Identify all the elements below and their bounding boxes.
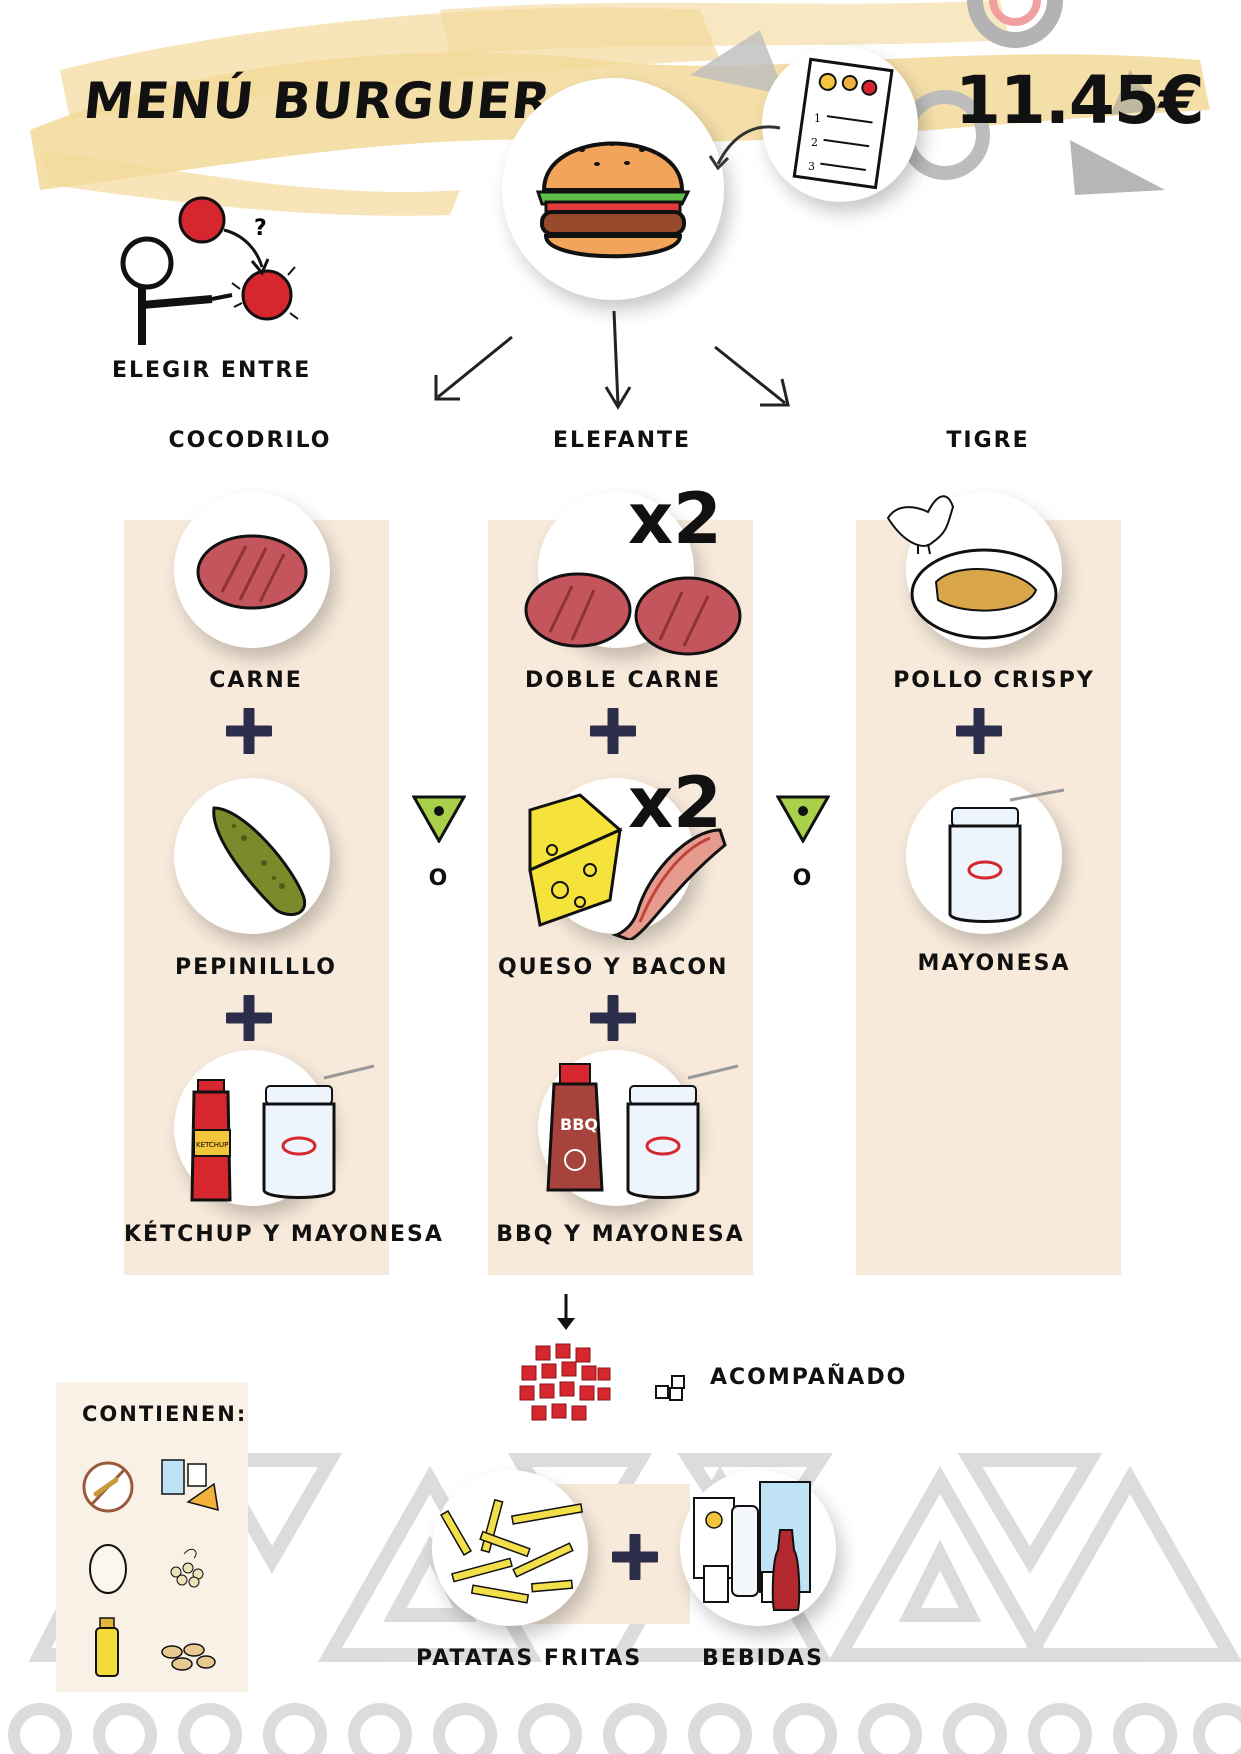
allergens-title: CONTIENEN: [82,1402,248,1426]
ketchup-mayo-icon: KETCHUP [190,1064,375,1202]
option-name-tigre: TIGRE [946,428,1030,453]
plus-icon [590,995,636,1041]
recipe-number-2: 2 [811,136,818,149]
menu-title: MENÚ BURGUER [80,72,555,130]
meat-circle [174,492,330,648]
choose-between-label: ELEGIR ENTRE [112,358,312,383]
item-ketchup-mayonesa: KÉTCHUP Y MAYONESA [124,1222,444,1247]
plus-icon [956,708,1002,754]
item-pollo-crispy: POLLO CRISPY [893,668,1095,693]
recipe-number-3: 3 [808,160,815,173]
double-patty-icon [524,572,742,656]
bbq-mayo-circle: BBQ [538,1050,739,1206]
option-name-cocodrilo: COCODRILO [168,428,332,453]
egg-icon [89,1544,127,1594]
curved-arrow-icon [708,125,781,171]
allergens-box [56,1382,248,1692]
mayonnaise-icon [948,788,1065,923]
drinks-circle [680,1470,836,1626]
plus-icon [612,1534,658,1580]
plus-icon [590,708,636,754]
nuts-icon [161,1643,216,1671]
dairy-icon [161,1459,219,1512]
cheese-bacon-icon [528,793,727,940]
item-bbq-mayonesa: BBQ Y MAYONESA [496,1222,745,1247]
mustard-seed-icon [170,1548,204,1588]
triangle-or-icon [776,795,830,843]
drinks-icon [693,1481,811,1611]
red-squares-icon [519,1343,611,1421]
item-mayonesa: MAYONESA [917,951,1071,976]
side-patatas-fritas: PATATAS FRITAS [416,1646,643,1671]
plus-icon [226,995,272,1041]
sauces-circle: KETCHUP [174,1050,375,1206]
separator-or-2: O [792,866,814,891]
item-pepinillo: PEPINILLLO [174,955,338,980]
bbq-mayo-icon: BBQ [546,1063,739,1199]
gluten-icon [82,1461,134,1513]
crispy-chicken-icon [886,495,1058,640]
plus-icon [226,708,272,754]
price: 11.45€ [955,62,1205,139]
triangle-or-icon [412,795,466,843]
branch-arrows [434,310,790,410]
option-name-elefante: ELEFANTE [552,428,692,453]
accompanied-label: ACOMPAÑADO [710,1365,908,1390]
burger-circle [502,78,724,300]
patty-icon [196,534,308,610]
oil-icon [95,1617,119,1677]
recipe-list-icon: 1 2 3 [792,57,894,190]
multiplier-x2-meat: x2 [628,478,722,560]
pickle-circle [174,778,330,934]
ketchup-label: KETCHUP [196,1141,228,1149]
mayo-circle [906,778,1065,934]
side-bebidas: BEBIDAS [702,1646,824,1671]
item-queso-bacon: QUESO Y BACON [498,955,729,980]
separator-or-1: O [428,866,450,891]
choose-between-icon: ? [120,196,299,345]
french-fries-icon [440,1498,584,1604]
fries-circle [432,1470,588,1626]
svg-text:?: ? [254,216,267,241]
multiplier-x2-cheese-bacon: x2 [628,762,722,844]
down-arrow-icon [557,1294,575,1330]
burger-icon [535,141,691,259]
allergen-icons [82,1459,219,1677]
small-squares-icon [655,1375,685,1401]
recipe-number-1: 1 [814,112,821,125]
pickle-icon [212,806,307,917]
item-carne: CARNE [209,668,303,693]
bbq-label: BBQ [560,1115,598,1134]
recipe-circle: 1 2 3 [762,46,918,202]
item-doble-carne: DOBLE CARNE [525,668,721,693]
